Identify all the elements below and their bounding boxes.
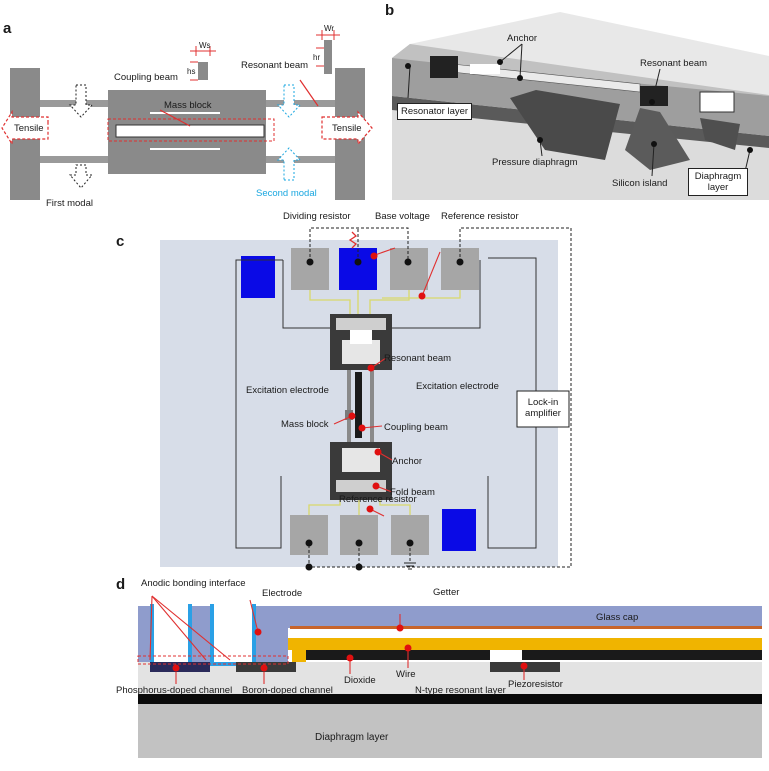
c-excitation-electrode-right-label: Excitation electrode (416, 381, 499, 392)
b-resonant-beam-label: Resonant beam (640, 58, 708, 69)
a-mass-block-label: Mass block (164, 100, 212, 111)
a-ws-label: Ws (199, 41, 211, 50)
mass-block-bottom (108, 142, 266, 174)
d-diaphragm-layer-label: Diaphragm layer (315, 732, 389, 743)
electrode-right (210, 604, 272, 666)
a-hs-label: hs (187, 67, 196, 76)
d-dioxide-label: Dioxide (344, 675, 376, 686)
right-frame (335, 68, 365, 200)
c-coupling-beam-label: Coupling beam (384, 422, 448, 433)
d-anodic-bonding-interface-label: Anodic bonding interface (141, 578, 246, 589)
d-getter-label: Getter (433, 587, 460, 598)
c-resonant-beam-label: Resonant beam (384, 353, 452, 364)
panel-d-letter: d (116, 576, 126, 593)
c-lock-in-amplifier-label: Lock-in amplifier (525, 397, 561, 419)
a-second-modal-label: Second modal (256, 188, 317, 199)
a-wr-label: Wr (324, 24, 335, 33)
d-boron-doped-channel-label: Boron-doped channel (242, 685, 333, 696)
panel-c-letter: c (116, 233, 125, 250)
c-dividing-resistor-label: Dividing resistor (283, 211, 351, 222)
glass-cap (138, 606, 762, 628)
panel-b-letter: b (385, 2, 395, 19)
b-silicon-island-label: Silicon island (612, 178, 668, 189)
c-fold-beam-label: Fold beam (390, 487, 435, 498)
c-base-voltage-label: Base voltage (375, 211, 430, 222)
left-frame (10, 68, 40, 200)
d-phosphorus-doped-channel-label: Phosphorus-doped channel (116, 685, 233, 696)
a-hr-label: hr (313, 53, 321, 62)
a-resonant-beam-label: Resonant beam (241, 60, 309, 71)
a-first-modal-label: First modal (46, 198, 93, 209)
b-anchor-label: Anchor (507, 33, 538, 44)
coupling-beam (115, 124, 265, 138)
pad-blue-top-left (241, 256, 275, 298)
diaphragm-layer (138, 704, 762, 758)
chip-background (160, 240, 558, 567)
d-glass-cap-label: Glass cap (596, 612, 639, 623)
c-reference-resistor-bottom-label: Reference resistor (339, 494, 417, 505)
d-wire-label: Wire (396, 669, 416, 680)
b-diaphragm-layer-label: Diaphragm layer (688, 168, 748, 196)
pad-blue-bottom-right (442, 509, 476, 551)
a-coupling-beam-label: Coupling beam (114, 72, 178, 83)
d-electrode-label: Electrode (262, 588, 303, 599)
electrode-left (150, 604, 192, 666)
c-anchor-label: Anchor (392, 456, 423, 467)
b-pressure-diaphragm-label: Pressure diaphragm (492, 157, 578, 168)
panel-a-letter: a (3, 20, 12, 37)
d-n-type-resonant-layer-label: N-type resonant layer (415, 685, 506, 696)
d-piezoresistor-label: Piezoresistor (508, 679, 563, 690)
pad-blue-top-center (339, 248, 377, 290)
a-tensile-right-label: Tensile (332, 123, 362, 134)
a-tensile-left-label: Tensile (14, 123, 44, 134)
c-excitation-electrode-left-label: Excitation electrode (246, 385, 329, 396)
c-reference-resistor-top-label: Reference resistor (441, 211, 519, 222)
c-mass-block-label: Mass block (281, 419, 329, 430)
b-resonator-layer-label: Resonator layer (397, 103, 473, 120)
